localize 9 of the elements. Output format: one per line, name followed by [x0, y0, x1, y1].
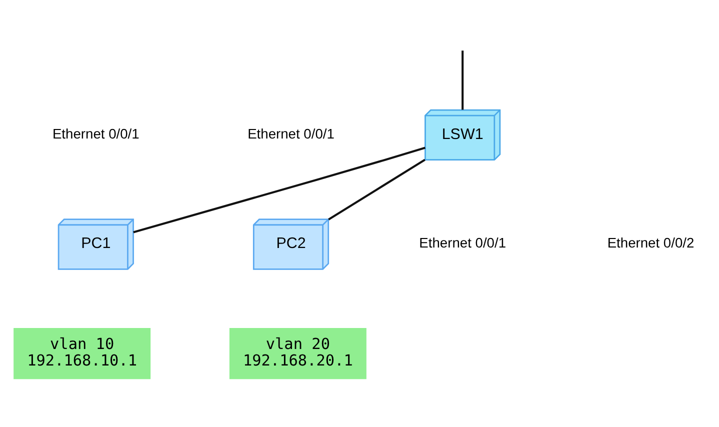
label: Ethernet 0/0/1 [419, 234, 506, 250]
label: Ethernet 0/0/1 [52, 124, 140, 141]
connector [133, 146, 426, 233]
node-box: vlan 10 192.168.10.1 [14, 327, 151, 379]
connector [462, 50, 464, 110]
connector [328, 158, 426, 220]
label: Ethernet 0/0/2 [607, 234, 694, 250]
node-box: vlan 20 192.168.20.1 [229, 327, 366, 379]
label: Ethernet 0/0/1 [248, 124, 334, 141]
